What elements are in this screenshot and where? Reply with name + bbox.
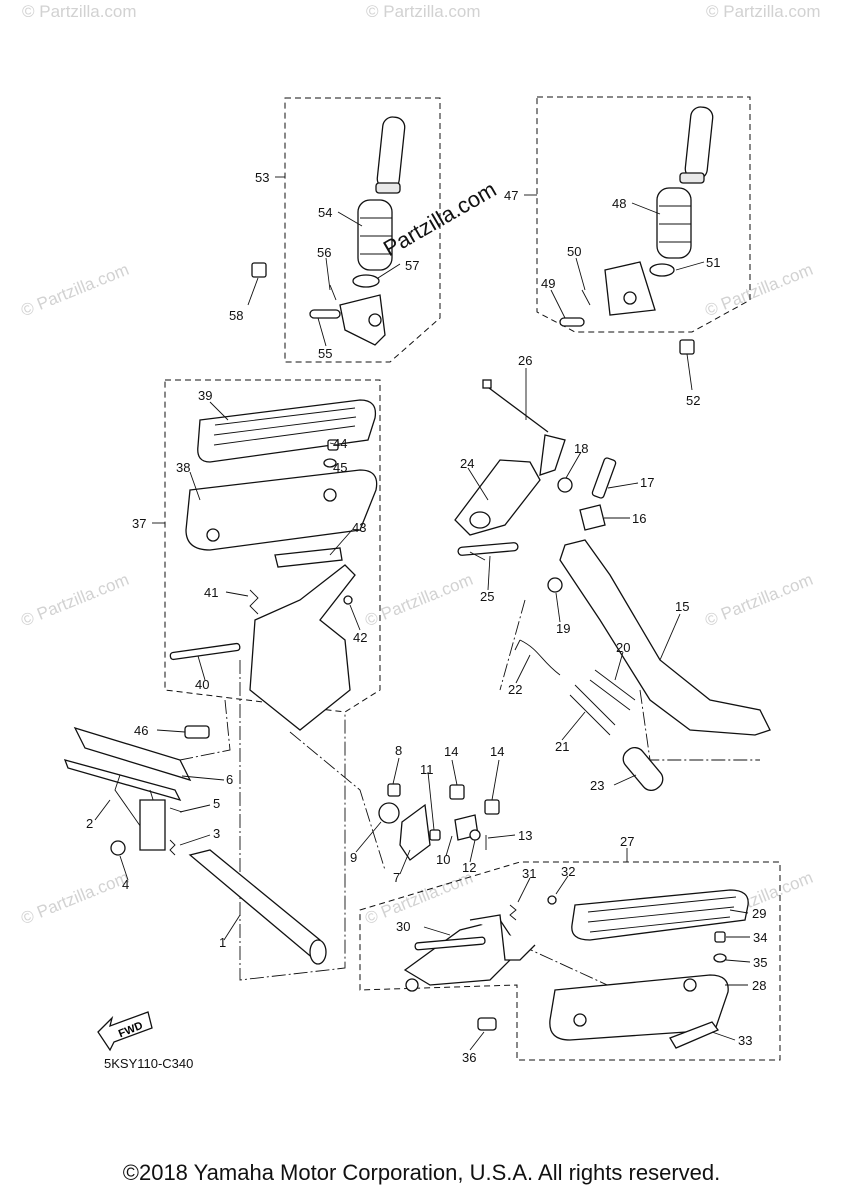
callout-7: 7 [393,870,400,885]
callout-26: 26 [518,353,532,368]
callout-1: 1 [219,935,226,950]
footboard-assembly-27 [403,889,749,1049]
callout-16: 16 [632,511,646,526]
callout-34: 34 [753,930,767,945]
callout-15: 15 [675,599,689,614]
callout-35: 35 [753,955,767,970]
group-box-37 [164,379,381,713]
callout-25: 25 [480,589,494,604]
callout-14b: 14 [490,744,504,759]
callout-29: 29 [752,906,766,921]
callout-55: 55 [318,346,332,361]
callout-51: 51 [706,255,720,270]
callout-39: 39 [198,388,212,403]
callout-11: 11 [420,762,434,777]
callout-56: 56 [317,245,331,260]
callout-42: 42 [353,630,367,645]
side-stand-assembly [454,379,771,792]
callout-43: 43 [352,520,366,535]
callout-24: 24 [460,456,474,471]
callout-2: 2 [86,816,93,831]
watermark: © Partzilla.com [22,2,137,21]
callout-labels: 1 2 3 4 5 6 7 8 9 10 11 12 13 14 14 15 1… [86,170,767,1065]
watermark: © Partzilla.com [706,2,821,21]
callout-6: 6 [226,772,233,787]
chain-line [239,660,346,981]
callout-41: 41 [204,585,218,600]
callout-47: 47 [504,188,518,203]
callout-19: 19 [556,621,570,636]
callout-46: 46 [134,723,148,738]
group-box-47 [536,96,751,333]
callout-17: 17 [640,475,654,490]
callout-33: 33 [738,1033,752,1048]
callout-9: 9 [350,850,357,865]
callout-40: 40 [195,677,209,692]
callout-10: 10 [436,852,450,867]
linkage-parts [378,783,500,861]
callout-58: 58 [229,308,243,323]
chain-line [179,699,231,761]
callout-36: 36 [462,1050,476,1065]
callout-12: 12 [462,860,476,875]
callout-57: 57 [405,258,419,273]
callout-49: 49 [541,276,555,291]
callout-52: 52 [686,393,700,408]
callout-13: 13 [518,828,532,843]
callout-53: 53 [255,170,269,185]
callout-31: 31 [522,866,536,881]
callout-21: 21 [555,739,569,754]
callout-30: 30 [396,919,410,934]
leader-lines [94,176,751,1051]
chain-line [289,731,386,871]
callout-20: 20 [616,640,630,655]
grip-assembly-53 [251,116,406,346]
callout-38: 38 [176,460,190,475]
group-box-53 [284,97,441,363]
callout-23: 23 [590,778,604,793]
callout-54: 54 [318,205,332,220]
callout-8: 8 [395,743,402,758]
brake-pedal-assembly [63,725,327,965]
callout-28: 28 [752,978,766,993]
callout-27: 27 [620,834,634,849]
fwd-arrow-icon [97,1011,153,1052]
callout-50: 50 [567,244,581,259]
callout-18: 18 [574,441,588,456]
callout-32: 32 [561,864,575,879]
callout-45: 45 [333,460,347,475]
callout-4: 4 [122,877,129,892]
callout-22: 22 [508,682,522,697]
callout-44: 44 [333,436,347,451]
grip-assembly-47 [559,106,714,355]
callout-37: 37 [132,516,146,531]
callout-14a: 14 [444,744,458,759]
watermark: © Partzilla.com [366,2,481,21]
callout-3: 3 [213,826,220,841]
copyright-footer: ©2018 Yamaha Motor Corporation, U.S.A. A… [122,1160,721,1185]
group-box-27 [359,861,781,1061]
callout-5: 5 [213,796,220,811]
footboard-assembly-37 [169,399,378,731]
chain-line [499,599,526,691]
diagram-code: 5KSY110-C340 [104,1056,194,1071]
callout-48: 48 [612,196,626,211]
